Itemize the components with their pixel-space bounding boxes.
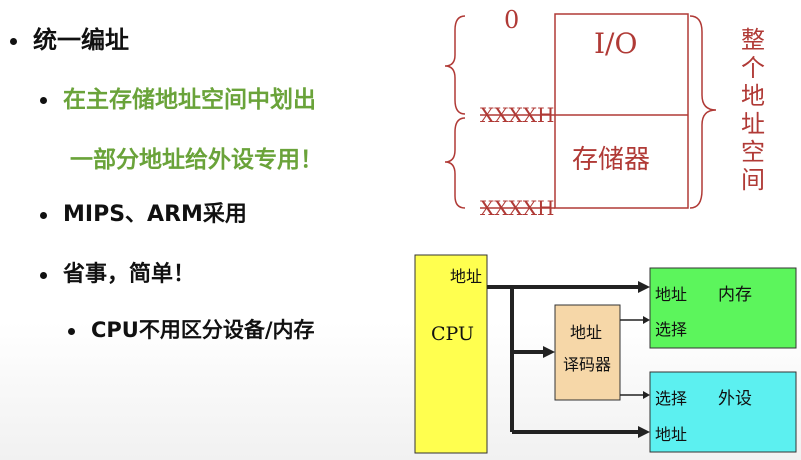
decoder-label-1: 地址 — [570, 323, 602, 342]
device-name-label: 外设 — [718, 389, 752, 409]
bullet-reserve-space: 在主存储地址空间中划出 — [40, 80, 316, 114]
whole-space-char-2: 个 — [741, 54, 765, 82]
cpu-addr-label: 地址 — [450, 267, 482, 286]
whole-space-char-3: 地 — [741, 82, 765, 110]
select-lines — [620, 319, 645, 396]
bullet-simple: 省事，简单！ — [40, 256, 195, 288]
left-brace-top — [444, 15, 466, 115]
bullet-dot — [40, 271, 47, 279]
addr-zero-label: 0 — [504, 6, 519, 34]
bullet-dot — [40, 97, 47, 104]
device-block — [649, 371, 797, 453]
whole-space-char-1: 整 — [741, 26, 765, 54]
memory-name-label: 内存 — [718, 285, 752, 305]
whole-space-char-5: 空 — [741, 138, 765, 166]
whole-space-char-6: 间 — [741, 166, 765, 194]
bullet-reserve-space-cont: 一部分地址给外设专用！ — [70, 147, 323, 173]
memory-map-box — [554, 13, 689, 209]
io-label: I/O — [594, 27, 637, 60]
memory-block — [649, 267, 797, 349]
device-select-label: 选择 — [655, 389, 687, 408]
bullet-dot — [68, 327, 75, 335]
memory-addr-label: 地址 — [655, 285, 687, 304]
addr-xxxxh-1: XXXXH — [480, 103, 554, 127]
storage-label: 存储器 — [572, 145, 650, 175]
device-addr-label: 地址 — [655, 425, 687, 444]
bullet-unified-addressing: 统一编址 — [10, 20, 129, 55]
decoder-label-2: 译码器 — [563, 355, 611, 374]
left-brace-bottom — [444, 117, 466, 209]
bullet-dot — [10, 37, 17, 45]
bullet-dot — [40, 211, 47, 219]
bus-arrows — [543, 281, 650, 438]
select-arrows — [643, 316, 650, 399]
cpu-block — [414, 254, 488, 454]
whole-space-char-4: 址 — [741, 110, 765, 138]
right-brace — [689, 15, 717, 209]
memory-select-label: 选择 — [655, 320, 687, 339]
decoder-block — [554, 304, 621, 401]
cpu-label: CPU — [431, 323, 474, 345]
address-bus — [487, 285, 640, 434]
addr-xxxxh-2: XXXXH — [480, 196, 554, 220]
bullet-mips-arm: MIPS、ARM采用 — [40, 196, 247, 228]
bullet-cpu-no-distinguish: CPU不用区分设备/内存 — [68, 314, 315, 344]
